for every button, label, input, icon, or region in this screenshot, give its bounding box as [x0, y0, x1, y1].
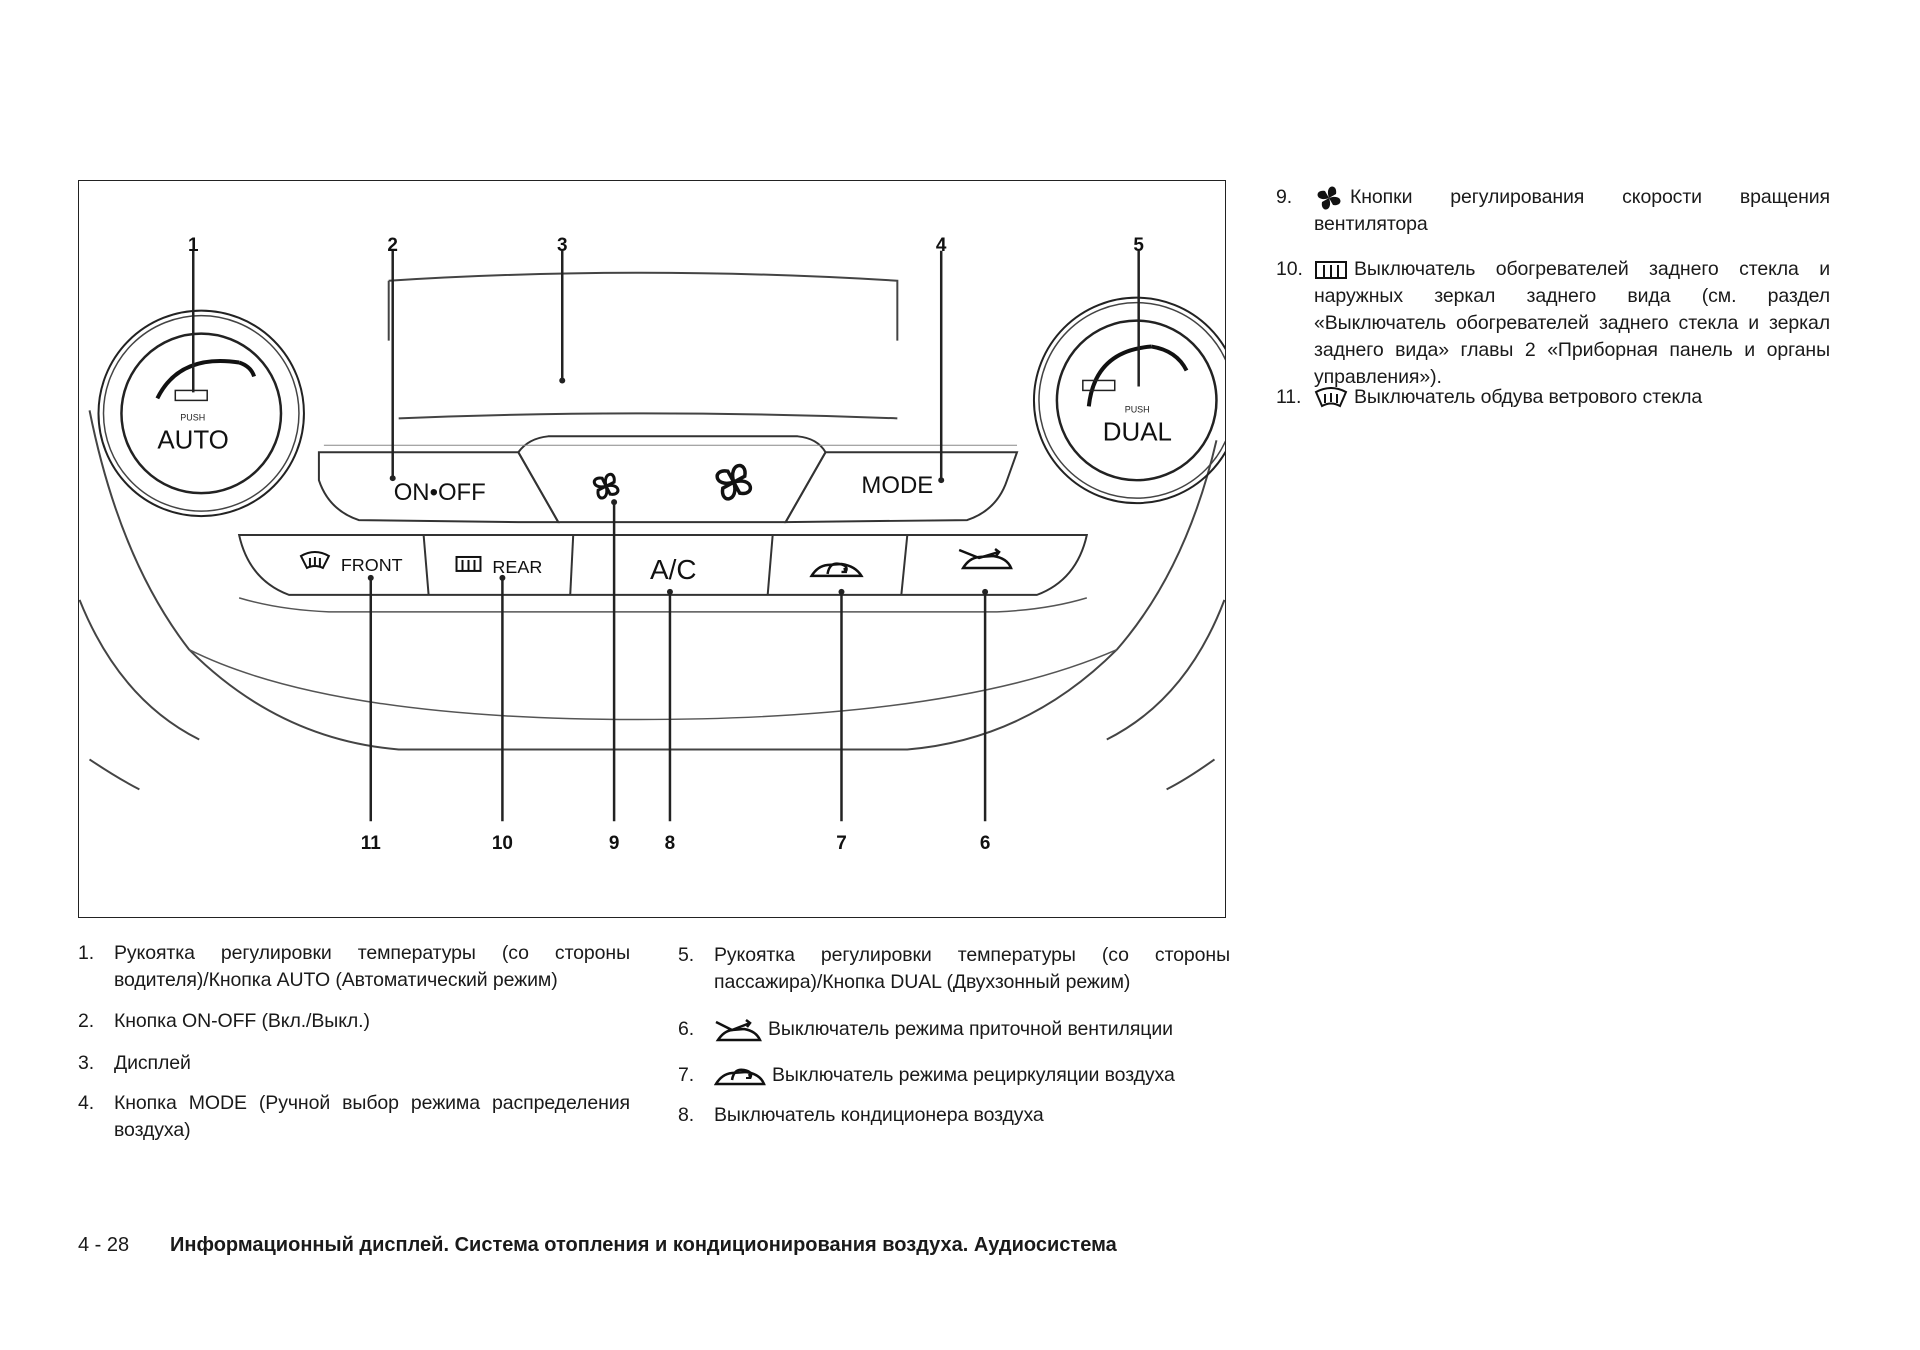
mode-button-label[interactable]: MODE: [861, 472, 933, 499]
callout-5: 5: [1133, 235, 1144, 256]
page-number: 4 - 28: [78, 1234, 130, 1256]
list-item-8: 8. Выключатель кондиционера воздуха: [678, 1102, 1230, 1129]
callout-1: 1: [188, 235, 199, 256]
fan-high-icon[interactable]: [715, 463, 752, 501]
list-text: Кнопка ON-OFF (Вкл./Выкл.): [114, 1010, 370, 1032]
fan-low-icon[interactable]: [592, 472, 620, 500]
list-text: Кнопка MODE (Ручной выбор режима распред…: [114, 1092, 630, 1141]
list-item-7: 7. Выключатель режима рециркуляции возду…: [678, 1062, 1230, 1089]
front-defroster-icon[interactable]: [299, 550, 331, 570]
list-number: 7.: [678, 1064, 695, 1086]
callout-9: 9: [609, 833, 620, 854]
callout-11: 11: [361, 833, 381, 854]
list-item-5: 5. Рукоятка регулировки температуры (со …: [678, 942, 1230, 996]
list-item-10: 10. Выключатель обогревателей заднего ст…: [1276, 256, 1830, 391]
list-text: Кнопки регулирования скорости вращения в…: [1314, 186, 1830, 235]
list-item-3: 3. Дисплей: [78, 1050, 630, 1077]
list-text: Выключатель обдува ветрового стекла: [1354, 386, 1703, 408]
rear-defroster-icon: [1315, 260, 1347, 279]
list-item-2: 2. Кнопка ON-OFF (Вкл./Выкл.): [78, 1008, 630, 1035]
callout-4: 4: [936, 235, 947, 256]
list-number: 3.: [78, 1052, 95, 1074]
callout-8: 8: [665, 833, 676, 854]
ac-button-label[interactable]: A/C: [650, 554, 697, 585]
dual-push-label: PUSH: [1125, 404, 1150, 414]
rear-defroster-icon[interactable]: [455, 555, 482, 572]
front-defroster-icon: [1314, 386, 1348, 408]
auto-knob-label[interactable]: AUTO: [157, 426, 229, 454]
list-text: Выключатель кондиционера воздуха: [714, 1104, 1044, 1126]
list-number: 5.: [678, 944, 695, 966]
list-number: 6.: [678, 1018, 695, 1040]
front-button-label[interactable]: FRONT: [341, 555, 403, 575]
on-off-button-label[interactable]: ON•OFF: [394, 479, 486, 506]
list-number: 4.: [78, 1092, 95, 1114]
fresh-air-icon[interactable]: [958, 548, 1013, 570]
list-text: Выключатель режима приточной вентиляции: [768, 1018, 1173, 1040]
list-number: 9.: [1276, 186, 1293, 208]
chapter-title: Информационный дисплей. Система отоплени…: [170, 1234, 1117, 1256]
fresh-air-icon: [715, 1018, 762, 1042]
list-item-9: 9. Кнопки регулирования скорости вращени…: [1276, 184, 1830, 238]
climate-control-figure: PUSH AUTO PUSH DUAL ON•OFF MODE: [78, 180, 1226, 918]
callout-3: 3: [557, 235, 568, 256]
list-text: Рукоятка регулировки температуры (со сто…: [714, 944, 1230, 993]
list-number: 11.: [1276, 386, 1302, 408]
callout-7: 7: [836, 833, 847, 854]
callout-10: 10: [492, 833, 513, 854]
list-item-1: 1. Рукоятка регулировки температуры (со …: [78, 940, 630, 994]
callout-6: 6: [980, 833, 991, 854]
list-number: 2.: [78, 1010, 95, 1032]
auto-push-label: PUSH: [180, 412, 205, 422]
climate-panel-drawing: PUSH AUTO PUSH DUAL ON•OFF MODE: [79, 235, 1225, 854]
list-item-4: 4. Кнопка MODE (Ручной выбор режима расп…: [78, 1090, 630, 1144]
callout-2: 2: [387, 235, 398, 256]
list-item-11: 11. Выключатель обдува ветрового стекла: [1276, 384, 1830, 411]
fan-icon: [1317, 186, 1341, 210]
list-number: 8.: [678, 1104, 695, 1126]
list-text: Выключатель обогревателей заднего стекла…: [1314, 258, 1830, 388]
list-number: 1.: [78, 942, 95, 964]
dual-knob-label[interactable]: DUAL: [1103, 418, 1172, 446]
list-number: 10.: [1276, 258, 1303, 280]
list-text: Выключатель режима рециркуляции воздуха: [772, 1064, 1175, 1086]
list-text: Рукоятка регулировки температуры (со сто…: [114, 942, 630, 991]
list-item-6: 6. Выключатель режима приточной вентиляц…: [678, 1016, 1230, 1043]
recirculation-icon: [714, 1068, 766, 1086]
recirculation-icon[interactable]: [809, 562, 864, 578]
list-text: Дисплей: [114, 1052, 191, 1074]
rear-button-label[interactable]: REAR: [492, 557, 542, 577]
page-footer: 4 - 28 Информационный дисплей. Система от…: [78, 1234, 1117, 1257]
